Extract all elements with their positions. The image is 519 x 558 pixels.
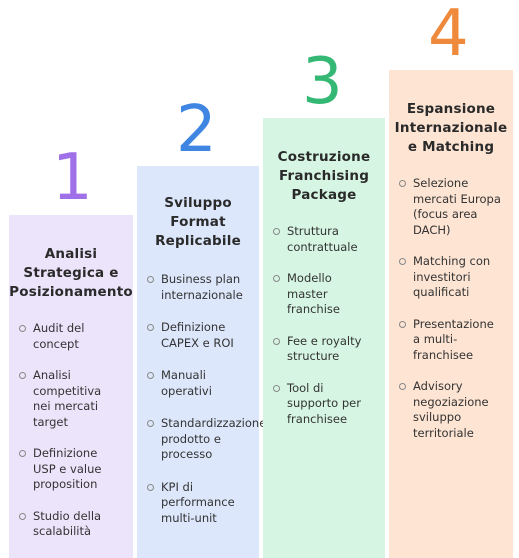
step-4-list: Selezione mercati Europa (focus area DAC… (389, 176, 513, 457)
list-item: Standardizzazione prodotto e processo (137, 416, 266, 463)
step-3-list: Struttura contrattuale Modello master fr… (263, 224, 385, 443)
bullet-icon (399, 180, 406, 187)
list-item: Tool di supporto per franchisee (263, 381, 385, 428)
step-4-title: Espansione Internazionale e Matching (394, 101, 508, 155)
step-1-list: Audit del concept Analisi competitiva ne… (9, 321, 133, 556)
list-item: KPI di performance multi-unit (137, 480, 259, 527)
list-item: Struttura contrattuale (263, 224, 385, 255)
list-item: Definizione CAPEX e ROI (137, 320, 259, 351)
step-3-column: Costruzione Franchising Package Struttur… (263, 118, 385, 558)
step-1-column: Analisi Strategica e Posizionamento Audi… (9, 215, 133, 558)
list-item: Audit del concept (9, 321, 133, 352)
step-2-column: Sviluppo Format Replicabile Business pla… (137, 166, 266, 558)
list-item: Modello master franchise (263, 271, 385, 318)
bullet-icon (147, 483, 154, 491)
bullet-icon (147, 276, 154, 283)
bullet-icon (399, 383, 406, 390)
bullet-icon (399, 320, 406, 328)
step-1-number: 1 (52, 141, 93, 215)
list-item: Analisi competitiva nei mercati target (9, 368, 133, 430)
bullet-icon (273, 275, 280, 282)
bullet-icon (273, 384, 280, 392)
bullet-icon (273, 228, 280, 235)
list-item: Fee e royalty structure (263, 334, 385, 365)
step-3-title: Costruzione Franchising Package (277, 149, 371, 203)
list-item: Definizione USP e value proposition (9, 446, 133, 493)
list-item: Presentazione a multi- franchisee (389, 317, 513, 364)
step-4-number: 4 (428, 0, 469, 71)
list-item: Selezione mercati Europa (focus area DAC… (389, 176, 513, 238)
list-item: Studio della scalabilità (9, 509, 133, 540)
step-4-column: Espansione Internazionale e Matching Sel… (389, 70, 513, 558)
bullet-icon (399, 258, 406, 265)
step-2-number: 2 (176, 93, 217, 167)
bullet-icon (19, 512, 26, 520)
list-item: Matching con investitori qualificati (389, 254, 513, 301)
bullet-icon (147, 372, 154, 379)
bullet-icon (19, 372, 26, 379)
step-2-title: Sviluppo Format Replicabile (155, 195, 241, 249)
bullet-icon (19, 325, 26, 332)
list-item: Manuali operativi (137, 368, 259, 399)
bullet-icon (147, 324, 154, 331)
bullet-icon (19, 450, 26, 457)
bullet-icon (147, 420, 154, 427)
step-3-number: 3 (302, 45, 343, 119)
step-1-title: Analisi Strategica e Posizionamento (9, 246, 133, 300)
list-item: Advisory negoziazione sviluppo territori… (389, 379, 513, 441)
step-2-list: Business plan internazionale Definizione… (137, 272, 266, 543)
bullet-icon (273, 337, 280, 345)
list-item: Business plan internazionale (137, 272, 259, 303)
